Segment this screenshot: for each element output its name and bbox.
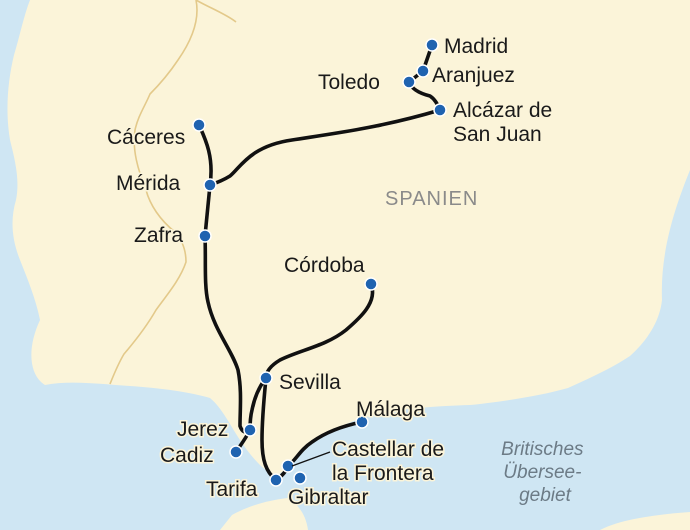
stop-marker-zafra[interactable]: [198, 229, 212, 243]
city-label-castellar-line-1: Castellar de: [332, 438, 444, 461]
city-label-castellar-line-2: la Frontera: [332, 462, 434, 485]
country-label: SPANIEN: [385, 188, 478, 210]
stop-marker-gibraltar[interactable]: [293, 471, 307, 485]
city-label-toledo: Toledo: [318, 71, 380, 94]
border-line: [109, 0, 198, 385]
stop-marker-tarifa[interactable]: [269, 473, 283, 487]
leader-line-castellar: [291, 451, 331, 467]
stop-marker-merida[interactable]: [203, 178, 217, 192]
stop-marker-sevilla[interactable]: [259, 371, 273, 385]
city-label-aranjuez: Aranjuez: [432, 64, 515, 87]
stop-marker-cordoba[interactable]: [364, 277, 378, 291]
route-alcazar-merida: [208, 108, 442, 187]
stop-marker-aranjuez[interactable]: [416, 64, 430, 78]
stop-marker-caceres[interactable]: [192, 118, 206, 132]
city-label-sevilla: Sevilla: [279, 371, 341, 394]
stop-marker-toledo[interactable]: [402, 75, 416, 89]
territory-note: Britisches Übersee- gebiet: [501, 439, 589, 506]
stop-marker-madrid[interactable]: [425, 38, 439, 52]
city-label-malaga: Málaga: [356, 398, 425, 421]
territory-note-line-2: Übersee-: [503, 462, 581, 483]
territory-note-line-3: gebiet: [519, 485, 571, 506]
city-label-madrid: Madrid: [444, 35, 508, 58]
land-africa-east: [600, 512, 690, 530]
city-label-tarifa: Tarifa: [206, 478, 258, 501]
route-zafra-jerez: [203, 234, 252, 434]
territory-note-line-1: Britisches: [501, 439, 584, 460]
city-label-gibraltar: Gibraltar: [288, 486, 369, 509]
city-label-alcazar-line-1: Alcázar de: [453, 99, 552, 122]
city-label-cordoba: Córdoba: [284, 254, 365, 277]
stop-marker-alcazar[interactable]: [433, 103, 447, 117]
border-line-north: [195, 0, 237, 23]
land-africa: [220, 498, 308, 530]
city-label-alcazar: Alcázar de San Juan: [453, 99, 558, 146]
city-label-alcazar-line-2: San Juan: [453, 123, 542, 146]
route-sevilla-tarifa: [260, 376, 278, 482]
route-merida-zafra: [203, 183, 212, 238]
city-label-zafra: Zafra: [134, 224, 183, 247]
stop-marker-malaga[interactable]: [355, 415, 369, 429]
stop-marker-jerez[interactable]: [243, 423, 257, 437]
city-label-merida: Mérida: [116, 172, 181, 195]
city-label-cadiz: Cadiz: [160, 444, 214, 467]
city-label-caceres: Cáceres: [107, 126, 185, 149]
city-label-castellar: Castellar de la Frontera: [332, 438, 450, 485]
city-label-jerez: Jerez: [177, 418, 228, 441]
stop-marker-cadiz[interactable]: [229, 445, 243, 459]
land-iberia: [7, 0, 690, 476]
route-cordoba-sevilla: [264, 282, 375, 380]
route-castellar-malaga: [286, 420, 364, 468]
stops: [192, 38, 447, 487]
